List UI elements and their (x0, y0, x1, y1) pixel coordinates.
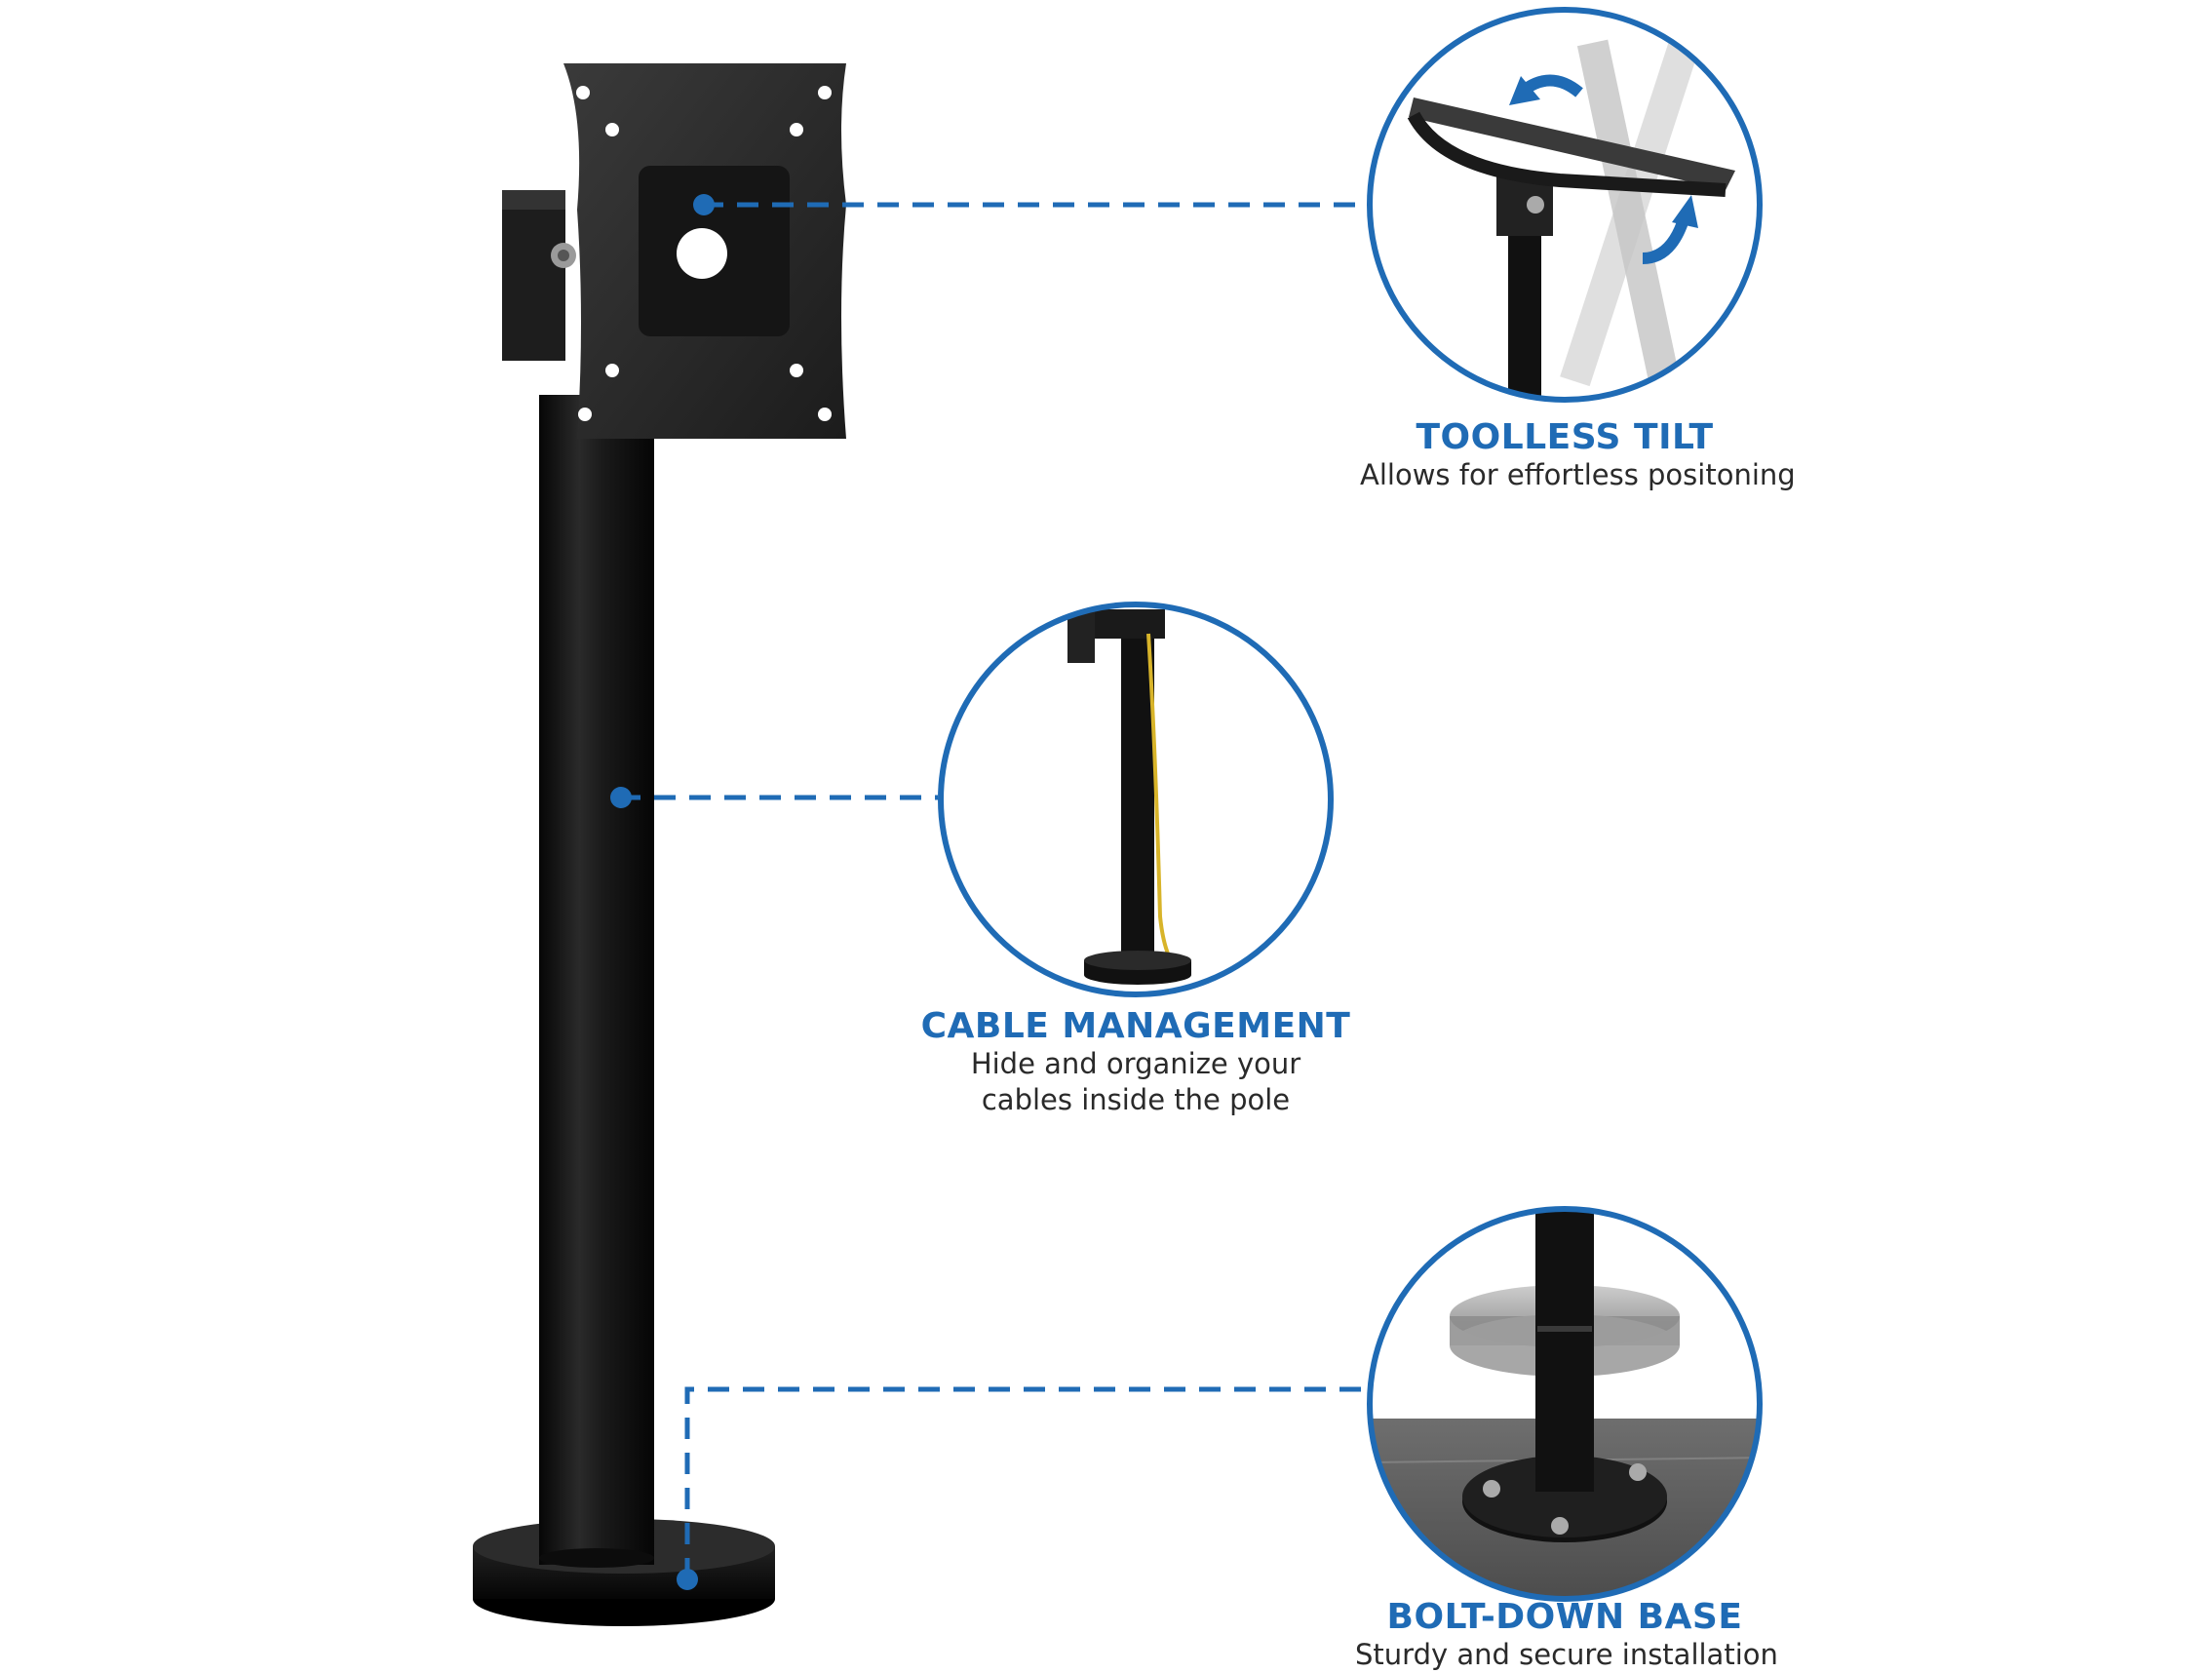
tilt-detail-circle (1367, 7, 1763, 403)
tilt-pole (1508, 224, 1541, 400)
base-leader-line (684, 1386, 1365, 1579)
feature-tilt: TOOLLESS TILT Allows for effortless posi… (1360, 417, 1796, 493)
main-mount (473, 63, 846, 1626)
tilt-callout-dot (693, 194, 715, 215)
base-detail-circle (1367, 1206, 1763, 1602)
feature-title: CABLE MANAGEMENT (920, 1006, 1351, 1046)
tilt-ghost-monitor-2 (1576, 39, 1682, 390)
feature-desc-line: Allows for effortless positoning (1360, 458, 1796, 491)
cable-detail-circle (938, 602, 1334, 997)
feature-cable: CABLE MANAGEMENT Hide and organize your … (912, 1006, 1360, 1118)
callout-lines (619, 202, 1365, 1579)
mount-pole (539, 395, 654, 1565)
tilt-bracket (502, 190, 565, 361)
vesa-center-hole (677, 228, 727, 279)
feature-desc-line: Hide and organize your (970, 1047, 1301, 1080)
bolt-icon (1483, 1480, 1500, 1498)
feature-desc-line: cables inside the pole (981, 1083, 1291, 1116)
tilt-monitor (1409, 97, 1735, 190)
feature-desc-line: Sturdy and secure installation (1355, 1638, 1778, 1671)
base-callout-dot (677, 1569, 698, 1590)
base-pole (1535, 1209, 1594, 1492)
cable-callout-dot (610, 787, 632, 808)
feature-base: BOLT-DOWN BASE Sturdy and secure install… (1355, 1597, 1778, 1673)
feature-title: TOOLLESS TILT (1416, 417, 1714, 457)
feature-title: BOLT-DOWN BASE (1386, 1597, 1743, 1637)
